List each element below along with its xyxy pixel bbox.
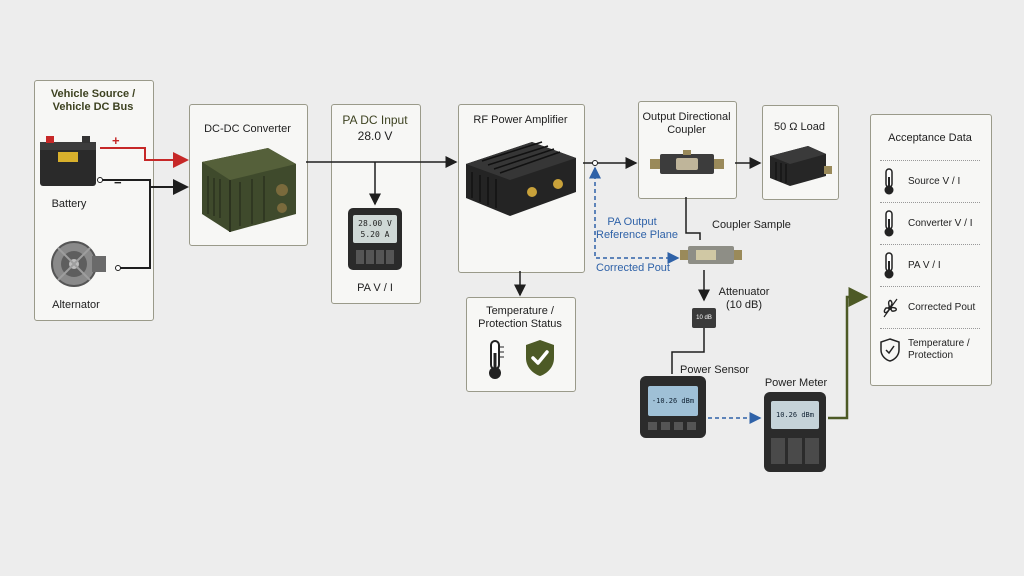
pa-dc-meter-line2: 5.20 A [360,230,390,239]
acceptance-item-pa: PA V / I [870,246,990,286]
pa-dc-meter-buttons [356,250,394,264]
alternator-label: Alternator [52,299,100,311]
acceptance-separator [880,160,980,161]
power-meter-screen: 10.26 dBm [771,401,819,429]
shield-check-icon [880,338,900,362]
directional-coupler-title-line1: Output Directional [642,111,731,123]
meter-to-acceptance-link [828,287,869,420]
acceptance-item-label: Temperature / Protection [908,338,970,362]
power-sensor-screen: -10.26 dBm [648,386,698,416]
acceptance-item-label-line2: Protection [908,350,954,361]
shield-check-icon [526,340,554,376]
vehicle-source-title-line1: Vehicle Source / [50,88,136,100]
pa-dc-meter-screen: 28.00 V 5.20 A [353,215,397,243]
battery-label: Battery [51,198,87,210]
dc-dc-converter-title: DC-DC Converter [204,123,291,135]
vehicle-source-title: Vehicle Source / Vehicle DC Bus [34,88,152,114]
power-meter-title: Power Meter [764,377,828,389]
vehicle-source-box [34,80,154,321]
power-sensor-buttons [648,422,698,430]
pa-dc-input-voltage: 28.0 V [357,129,393,143]
load-title: 50 Ω Load [773,121,826,133]
battery-icon [40,136,96,186]
attenuator-device: 10 dB [692,308,716,328]
acceptance-separator [880,328,980,329]
sample-adapter-device [680,246,742,264]
alternator-wire [118,187,151,269]
pa-vi-caption: PA V / I [357,282,393,294]
reference-plane-label: PA Output Reference Plane [596,216,678,242]
corrected-pout-label: Corrected Pout [596,262,670,274]
fan-icon [883,298,898,318]
directional-coupler-title: Output Directional Coupler [638,111,735,137]
acceptance-item-source: Source V / I [870,162,990,202]
attenuator-badge: 10 dB [696,315,712,321]
directional-coupler-device [650,150,724,174]
rf-amplifier-device [466,141,576,216]
acceptance-data-title: Acceptance Data [888,132,972,144]
alternator-icon [51,241,106,287]
reference-plane-line1: PA Output [607,216,657,228]
load-device [770,146,832,186]
reference-plane-line [589,166,680,264]
attenuator-to-sensor-wire [671,328,705,374]
acceptance-item-label: Converter V / I [908,218,973,229]
thermometer-icon [489,340,504,379]
vehicle-source-title-line2: Vehicle DC Bus [52,101,134,113]
reference-plane-line2: Reference Plane [596,229,678,241]
acceptance-separator [880,202,980,203]
temperature-status-line1: Temperature / [486,305,554,317]
minus-sign: − [114,175,122,190]
pa-dc-meter: 28.00 V 5.20 A [348,208,402,270]
attenuator-line1: Attenuator [718,286,770,298]
positive-wire [100,147,189,168]
acceptance-list: Source V / I Converter V / I PA V / I Co… [870,160,990,380]
pa-dc-input-title: PA DC Input [342,113,408,127]
directional-coupler-title-line2: Coupler [667,124,706,136]
acceptance-item-label: PA V / I [908,260,941,271]
dc-dc-converter-device [202,148,296,232]
acceptance-data-panel [870,114,992,386]
rf-amplifier-title: RF Power Amplifier [473,114,568,126]
power-sensor-title: Power Sensor [680,364,750,376]
acceptance-item-label: Source V / I [908,176,961,187]
temperature-status-box [466,297,576,392]
power-meter-keypad [771,438,819,464]
power-sensor-device: -10.26 dBm [640,376,706,438]
acceptance-item-converter: Converter V / I [870,204,990,244]
coupler-sample-label: Coupler Sample [712,219,791,231]
pa-dc-meter-line1: 28.00 V [358,219,392,228]
acceptance-separator [880,286,980,287]
attenuator-label: Attenuator (10 dB) [718,286,770,312]
thermometer-icon [884,168,894,195]
acceptance-item-label-line1: Temperature / [908,338,970,349]
coupler-sample-wire [685,197,701,240]
thermometer-icon [884,210,894,237]
acceptance-item-pout: Corrected Pout [870,288,990,328]
attenuator-line2: (10 dB) [725,299,763,311]
temperature-status-line2: Protection Status [478,318,562,330]
thermometer-icon [884,252,894,279]
acceptance-item-label: Corrected Pout [908,302,976,313]
power-meter-device: 10.26 dBm [764,392,826,472]
negative-wire [100,179,189,195]
power-sensor-reading: -10.26 dBm [651,397,695,405]
plus-sign: + [112,133,120,148]
acceptance-separator [880,244,980,245]
power-meter-reading: 10.26 dBm [776,411,814,419]
acceptance-item-temperature: Temperature / Protection [870,330,990,370]
temperature-status-title: Temperature / Protection Status [466,305,574,331]
